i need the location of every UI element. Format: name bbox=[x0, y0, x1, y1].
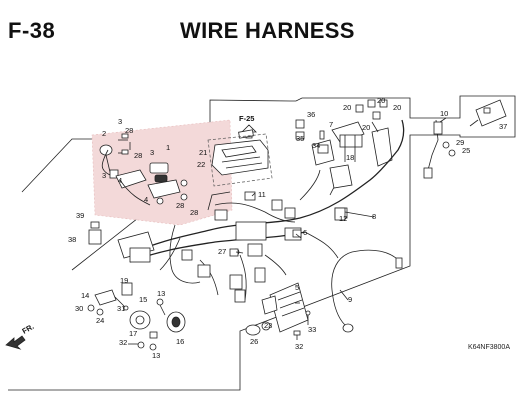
callout-c9: 9 bbox=[348, 295, 352, 304]
callout-c25: 25 bbox=[462, 146, 470, 155]
callout-c16: 16 bbox=[176, 337, 184, 346]
callout-c35: 35 bbox=[296, 134, 304, 143]
callout-c28c: 28 bbox=[176, 201, 184, 210]
callout-c3a: 3 bbox=[118, 117, 122, 126]
upper-connector-group bbox=[295, 99, 393, 167]
regulator-group bbox=[245, 282, 311, 340]
callout-c15: 15 bbox=[139, 295, 147, 304]
callout-c5: 5 bbox=[295, 283, 299, 292]
callout-c37: 37 bbox=[499, 122, 507, 131]
page-title: WIRE HARNESS bbox=[180, 18, 355, 43]
callout-c22: 22 bbox=[197, 160, 205, 169]
ref-f25-label: F-25 bbox=[239, 114, 254, 123]
callout-c3c: 3 bbox=[102, 171, 106, 180]
horn-group bbox=[128, 298, 186, 351]
callout-c21: 21 bbox=[199, 148, 207, 157]
front-direction-arrow bbox=[5, 335, 26, 350]
callout-c2: 2 bbox=[102, 129, 106, 138]
callout-c6: 6 bbox=[303, 228, 307, 237]
callout-c29: 29 bbox=[456, 138, 464, 147]
callout-c26: 26 bbox=[250, 337, 258, 346]
front-direction-label: FR. bbox=[21, 322, 36, 336]
callout-c4a: 4 bbox=[118, 176, 122, 185]
handlebar-switch-assembly bbox=[99, 133, 188, 206]
frame-outline bbox=[8, 95, 516, 391]
callout-c28b: 28 bbox=[134, 151, 142, 160]
callout-c20b: 20 bbox=[377, 96, 385, 105]
callout-c20d: 20 bbox=[362, 123, 370, 132]
callout-c13a: 13 bbox=[157, 289, 165, 298]
callout-c8: 8 bbox=[372, 212, 376, 221]
meter-cover-part bbox=[207, 129, 273, 187]
callout-c38: 38 bbox=[68, 235, 76, 244]
callout-c20a: 20 bbox=[343, 103, 351, 112]
callout-c24: 24 bbox=[96, 316, 104, 325]
callout-c39: 39 bbox=[76, 211, 84, 220]
relay-and-bracket-group bbox=[87, 221, 155, 316]
callout-c20c: 20 bbox=[393, 103, 401, 112]
callout-c18: 18 bbox=[346, 153, 354, 162]
callout-leaders bbox=[129, 117, 447, 304]
callout-c32a: 32 bbox=[119, 338, 127, 347]
sensor-cable-group bbox=[331, 99, 507, 333]
misc-small-parts bbox=[229, 207, 346, 257]
callout-c14: 14 bbox=[81, 291, 89, 300]
callout-c28a: 28 bbox=[125, 126, 133, 135]
callout-c27: 27 bbox=[218, 247, 226, 256]
callout-c30: 30 bbox=[75, 304, 83, 313]
callout-c12: 12 bbox=[339, 214, 347, 223]
callout-c32b: 32 bbox=[295, 342, 303, 351]
drawing-code: K64NF3800A bbox=[467, 344, 510, 351]
callout-c11: 11 bbox=[258, 190, 266, 199]
callout-c34: 34 bbox=[312, 141, 320, 150]
callout-c33: 33 bbox=[308, 325, 316, 334]
callout-c1: 1 bbox=[166, 143, 170, 152]
callout-c4b: 4 bbox=[144, 195, 148, 204]
callout-c36: 36 bbox=[307, 110, 315, 119]
callout-c17: 17 bbox=[129, 329, 137, 338]
callout-c10: 10 bbox=[440, 109, 448, 118]
callout-c19: 19 bbox=[120, 276, 128, 285]
callout-c23: 23 bbox=[264, 321, 272, 330]
callout-c13b: 13 bbox=[152, 351, 160, 360]
callout-c28d: 28 bbox=[190, 208, 198, 217]
callout-c31: 31 bbox=[117, 304, 125, 313]
callout-c7: 7 bbox=[329, 120, 333, 129]
page-id: F-38 bbox=[8, 18, 56, 43]
callout-c3b: 3 bbox=[150, 148, 154, 157]
